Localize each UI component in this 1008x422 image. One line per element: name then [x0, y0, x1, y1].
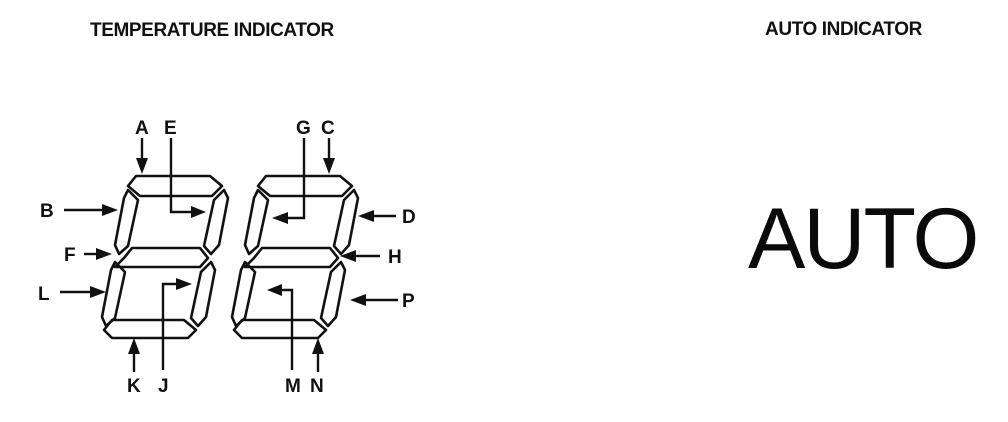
arrowhead-l: [90, 286, 106, 298]
segment-g-left: [243, 188, 270, 256]
segment-p: [319, 260, 347, 328]
arrowhead-c: [323, 158, 335, 174]
label-p: P: [402, 291, 415, 312]
segment-n: [232, 318, 328, 340]
digit-left: [100, 174, 230, 340]
label-n: N: [310, 376, 324, 397]
label-e: E: [164, 118, 177, 139]
segment-k: [102, 318, 198, 340]
segment-d: [332, 188, 360, 256]
label-k: K: [127, 376, 141, 397]
arrowhead-n: [312, 338, 324, 354]
arrowhead-h: [340, 250, 356, 262]
label-j: J: [158, 376, 169, 397]
label-f: F: [64, 245, 76, 266]
arrowhead-f: [96, 248, 112, 260]
segment-h: [243, 246, 340, 269]
segment-c: [202, 188, 230, 256]
arrowhead-k: [128, 338, 140, 354]
auto-indicator-display: AUTO: [748, 191, 979, 287]
arrowhead-m: [267, 284, 282, 296]
segment-l: [100, 260, 127, 328]
arrowhead-a: [136, 158, 148, 174]
segment-c-top: [256, 174, 354, 198]
arrowhead-d: [358, 210, 374, 222]
segment-f: [113, 246, 210, 269]
segment-a: [126, 174, 224, 198]
digit-right: [230, 174, 360, 340]
label-a: A: [135, 118, 149, 139]
label-b: B: [40, 201, 54, 222]
arrowhead-g: [272, 212, 288, 224]
temperature-indicator-title: TEMPERATURE INDICATOR: [90, 20, 334, 41]
auto-indicator-title: AUTO INDICATOR: [765, 19, 922, 40]
arrowhead-j: [176, 278, 192, 290]
label-l: L: [38, 284, 50, 305]
segment-m-left: [230, 260, 257, 328]
label-d: D: [402, 207, 416, 228]
leader-lines: [60, 138, 398, 372]
arrowhead-b: [102, 204, 118, 216]
label-c: C: [321, 118, 335, 139]
arrowhead-e: [191, 206, 206, 218]
segment-b: [113, 188, 140, 256]
segment-j: [189, 260, 217, 328]
label-m: M: [285, 376, 301, 397]
label-h: H: [388, 247, 402, 268]
segment-labels: A E B F L K J G C D H P M N: [38, 118, 416, 397]
label-g: G: [296, 118, 311, 139]
arrowhead-p: [350, 294, 366, 306]
